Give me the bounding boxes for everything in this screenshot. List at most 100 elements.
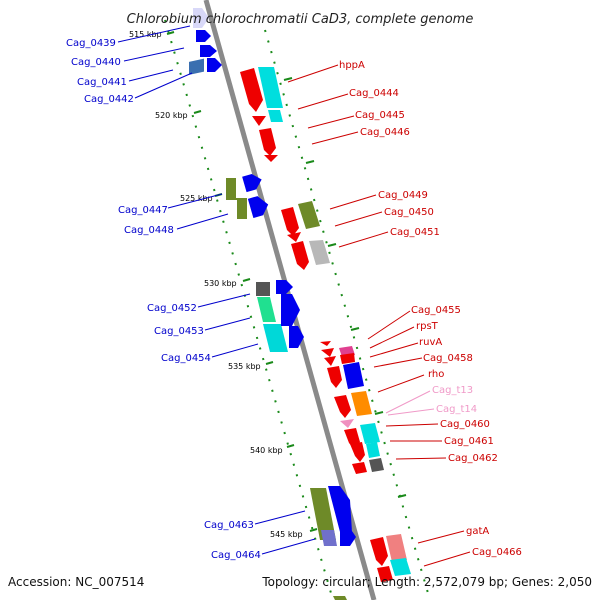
trna-label[interactable]: Cag_t13: [432, 385, 473, 396]
right-gene-labels: hppA Cag_0444 Cag_0445 Cag_0446 Cag_0449…: [339, 60, 522, 558]
gene-arrow[interactable]: [200, 45, 217, 57]
gene-label[interactable]: Cag_0460: [440, 419, 490, 430]
gene-box[interactable]: [189, 58, 204, 75]
gene-arrow[interactable]: [321, 348, 334, 357]
gene-label[interactable]: Cag_0463: [204, 520, 254, 531]
scale-label: 515 kbp: [129, 30, 162, 39]
gene-box[interactable]: [343, 362, 364, 389]
gene-label[interactable]: rpsT: [416, 321, 439, 332]
gene-label[interactable]: Cag_0445: [355, 110, 405, 121]
gene-box[interactable]: [310, 488, 336, 540]
map-title: Chlorobium chlorochromatii CaD3, complet…: [127, 12, 474, 27]
gene-arrow[interactable]: [252, 116, 266, 126]
scale-ticks: [166, 31, 407, 532]
gene-box[interactable]: [309, 240, 330, 265]
gene-label[interactable]: Cag_0455: [411, 305, 461, 316]
gene-label[interactable]: hppA: [339, 60, 365, 71]
gene-arrow[interactable]: [334, 395, 351, 418]
scale-tick: [166, 31, 175, 35]
accession-text: Accession: NC_007514: [8, 575, 144, 589]
gene-arrow[interactable]: [320, 341, 331, 346]
gene-box[interactable]: [298, 201, 320, 229]
gene-label[interactable]: Cag_0466: [472, 547, 522, 558]
gene-box[interactable]: [226, 178, 247, 219]
gene-box[interactable]: [268, 110, 283, 122]
gene-arrow[interactable]: [247, 194, 271, 219]
gene-arrow[interactable]: [328, 486, 352, 532]
gene-arrow[interactable]: [327, 366, 342, 388]
gene-arrow[interactable]: [377, 566, 393, 582]
gene-arrow[interactable]: [370, 537, 388, 566]
gene-label[interactable]: gatA: [466, 526, 489, 537]
gene-label[interactable]: Cag_0454: [161, 353, 211, 364]
left-gene-labels: Cag_0439 Cag_0440 Cag_0441 Cag_0442 Cag_…: [66, 38, 261, 561]
scale-tick: [350, 327, 360, 331]
gene-label[interactable]: Cag_0446: [360, 127, 410, 138]
scale-tick: [327, 243, 337, 247]
gene-box[interactable]: [369, 458, 384, 472]
gene-box[interactable]: [258, 67, 283, 108]
gene-arrow[interactable]: [240, 68, 263, 112]
gene-label[interactable]: Cag_0450: [384, 207, 434, 218]
gene-box[interactable]: [340, 353, 355, 364]
gene-arrow[interactable]: [196, 30, 211, 42]
gene-label[interactable]: Cag_0447: [118, 205, 168, 216]
scale-tick: [397, 494, 407, 498]
scale-label: 540 kbp: [250, 446, 283, 455]
trna-marker[interactable]: [340, 419, 354, 428]
gene-label[interactable]: Cag_0458: [423, 353, 473, 364]
gene-arrow[interactable]: [350, 442, 365, 462]
scale-label: 525 kbp: [180, 194, 213, 203]
gene-arrow[interactable]: [291, 241, 309, 270]
gene-arrow[interactable]: [289, 326, 304, 348]
gene-box[interactable]: [333, 596, 347, 600]
gene-label[interactable]: Cag_0441: [77, 77, 127, 88]
gene-box[interactable]: [263, 324, 288, 352]
gene-box[interactable]: [366, 442, 380, 458]
gene-arrow[interactable]: [264, 155, 278, 162]
genome-summary-text: Topology: circular; Length: 2,572,079 bp…: [261, 575, 592, 589]
trna-label[interactable]: Cag_t14: [436, 404, 477, 415]
scale-tick: [305, 160, 315, 164]
left-leader-lines: [117, 25, 316, 555]
gene-label[interactable]: Cag_0442: [84, 94, 134, 105]
gene-box[interactable]: [351, 391, 372, 416]
gene-label[interactable]: Cag_0439: [66, 38, 116, 49]
scale-label: 535 kbp: [228, 362, 261, 371]
gene-box[interactable]: [386, 534, 407, 562]
gene-label[interactable]: Cag_0462: [448, 453, 498, 464]
gene-label[interactable]: Cag_0464: [211, 550, 261, 561]
gene-arrow[interactable]: [193, 8, 209, 28]
scale-tick: [286, 444, 295, 448]
scale-tick: [193, 110, 202, 114]
gene-box[interactable]: [257, 297, 276, 322]
gene-label[interactable]: Cag_0440: [71, 57, 121, 68]
gene-label[interactable]: ruvA: [419, 337, 442, 348]
gene-label[interactable]: Cag_0461: [444, 436, 494, 447]
gene-arrow[interactable]: [287, 232, 301, 242]
gene-label[interactable]: rho: [428, 369, 444, 380]
scale-label: 520 kbp: [155, 111, 188, 120]
gene-box[interactable]: [360, 423, 380, 444]
gene-arrow[interactable]: [324, 356, 336, 366]
gene-arrow[interactable]: [281, 207, 299, 236]
gene-arrow[interactable]: [259, 128, 276, 156]
gene-arrow[interactable]: [281, 294, 300, 326]
scale-labels: 515 kbp 520 kbp 525 kbp 530 kbp 535 kbp …: [129, 30, 303, 539]
gene-arrow[interactable]: [340, 528, 356, 546]
gene-box[interactable]: [390, 558, 411, 576]
gene-label[interactable]: Cag_0452: [147, 303, 197, 314]
scale-tick: [283, 77, 293, 81]
scale-tick: [242, 278, 251, 282]
gene-box[interactable]: [256, 282, 270, 296]
gene-arrow[interactable]: [242, 172, 264, 193]
gene-label[interactable]: Cag_0444: [349, 88, 399, 99]
gene-box[interactable]: [321, 530, 337, 546]
gene-label[interactable]: Cag_0451: [390, 227, 440, 238]
gene-label[interactable]: Cag_0453: [154, 326, 204, 337]
gene-arrow[interactable]: [276, 280, 293, 294]
gene-label[interactable]: Cag_0448: [124, 225, 174, 236]
gene-arrow[interactable]: [207, 58, 222, 72]
gene-arrow[interactable]: [352, 462, 367, 474]
gene-label[interactable]: Cag_0449: [378, 190, 428, 201]
